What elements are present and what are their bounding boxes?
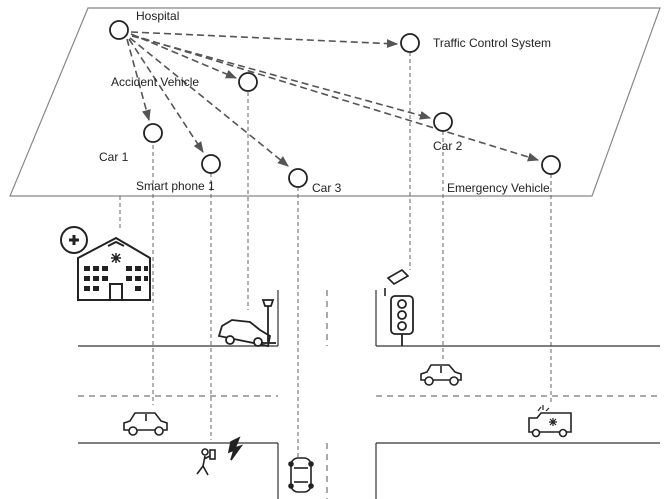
label-smartphone1: Smart phone 1 bbox=[136, 179, 215, 193]
car-icon bbox=[123, 412, 168, 436]
label-car2: Car 2 bbox=[433, 139, 463, 153]
broadcast-arrows bbox=[126, 31, 540, 167]
crashed-car-icon bbox=[217, 299, 276, 348]
traffic-camera-icon bbox=[384, 269, 410, 296]
ambulance-icon bbox=[528, 405, 572, 438]
node-car3 bbox=[288, 168, 308, 188]
car-icon bbox=[288, 457, 314, 493]
car-icon bbox=[420, 364, 462, 386]
traffic-light-icon bbox=[390, 295, 414, 346]
node-traffic-control bbox=[400, 33, 420, 53]
label-car1: Car 1 bbox=[99, 150, 129, 164]
hospital-icon bbox=[60, 226, 151, 301]
node-hospital bbox=[109, 20, 129, 40]
node-smartphone1 bbox=[201, 154, 221, 174]
node-emergency-vehicle bbox=[541, 155, 561, 175]
road-network bbox=[78, 290, 660, 499]
node-car2 bbox=[433, 112, 453, 132]
pedestrian-phone-icon bbox=[196, 436, 244, 476]
node-car1 bbox=[143, 123, 163, 143]
label-emergency-vehicle: Emergency Vehicle bbox=[447, 181, 550, 195]
lane-markings bbox=[78, 290, 660, 499]
label-hospital: Hospital bbox=[136, 9, 179, 23]
label-accident-vehicle: Accident Vehicle bbox=[111, 75, 199, 89]
logical-plane bbox=[9, 7, 661, 197]
network-nodes bbox=[109, 20, 561, 188]
projection-guides bbox=[119, 52, 552, 460]
label-traffic-control: Traffic Control System bbox=[433, 36, 551, 50]
node-accident-vehicle bbox=[238, 72, 258, 92]
label-car3: Car 3 bbox=[312, 181, 342, 195]
